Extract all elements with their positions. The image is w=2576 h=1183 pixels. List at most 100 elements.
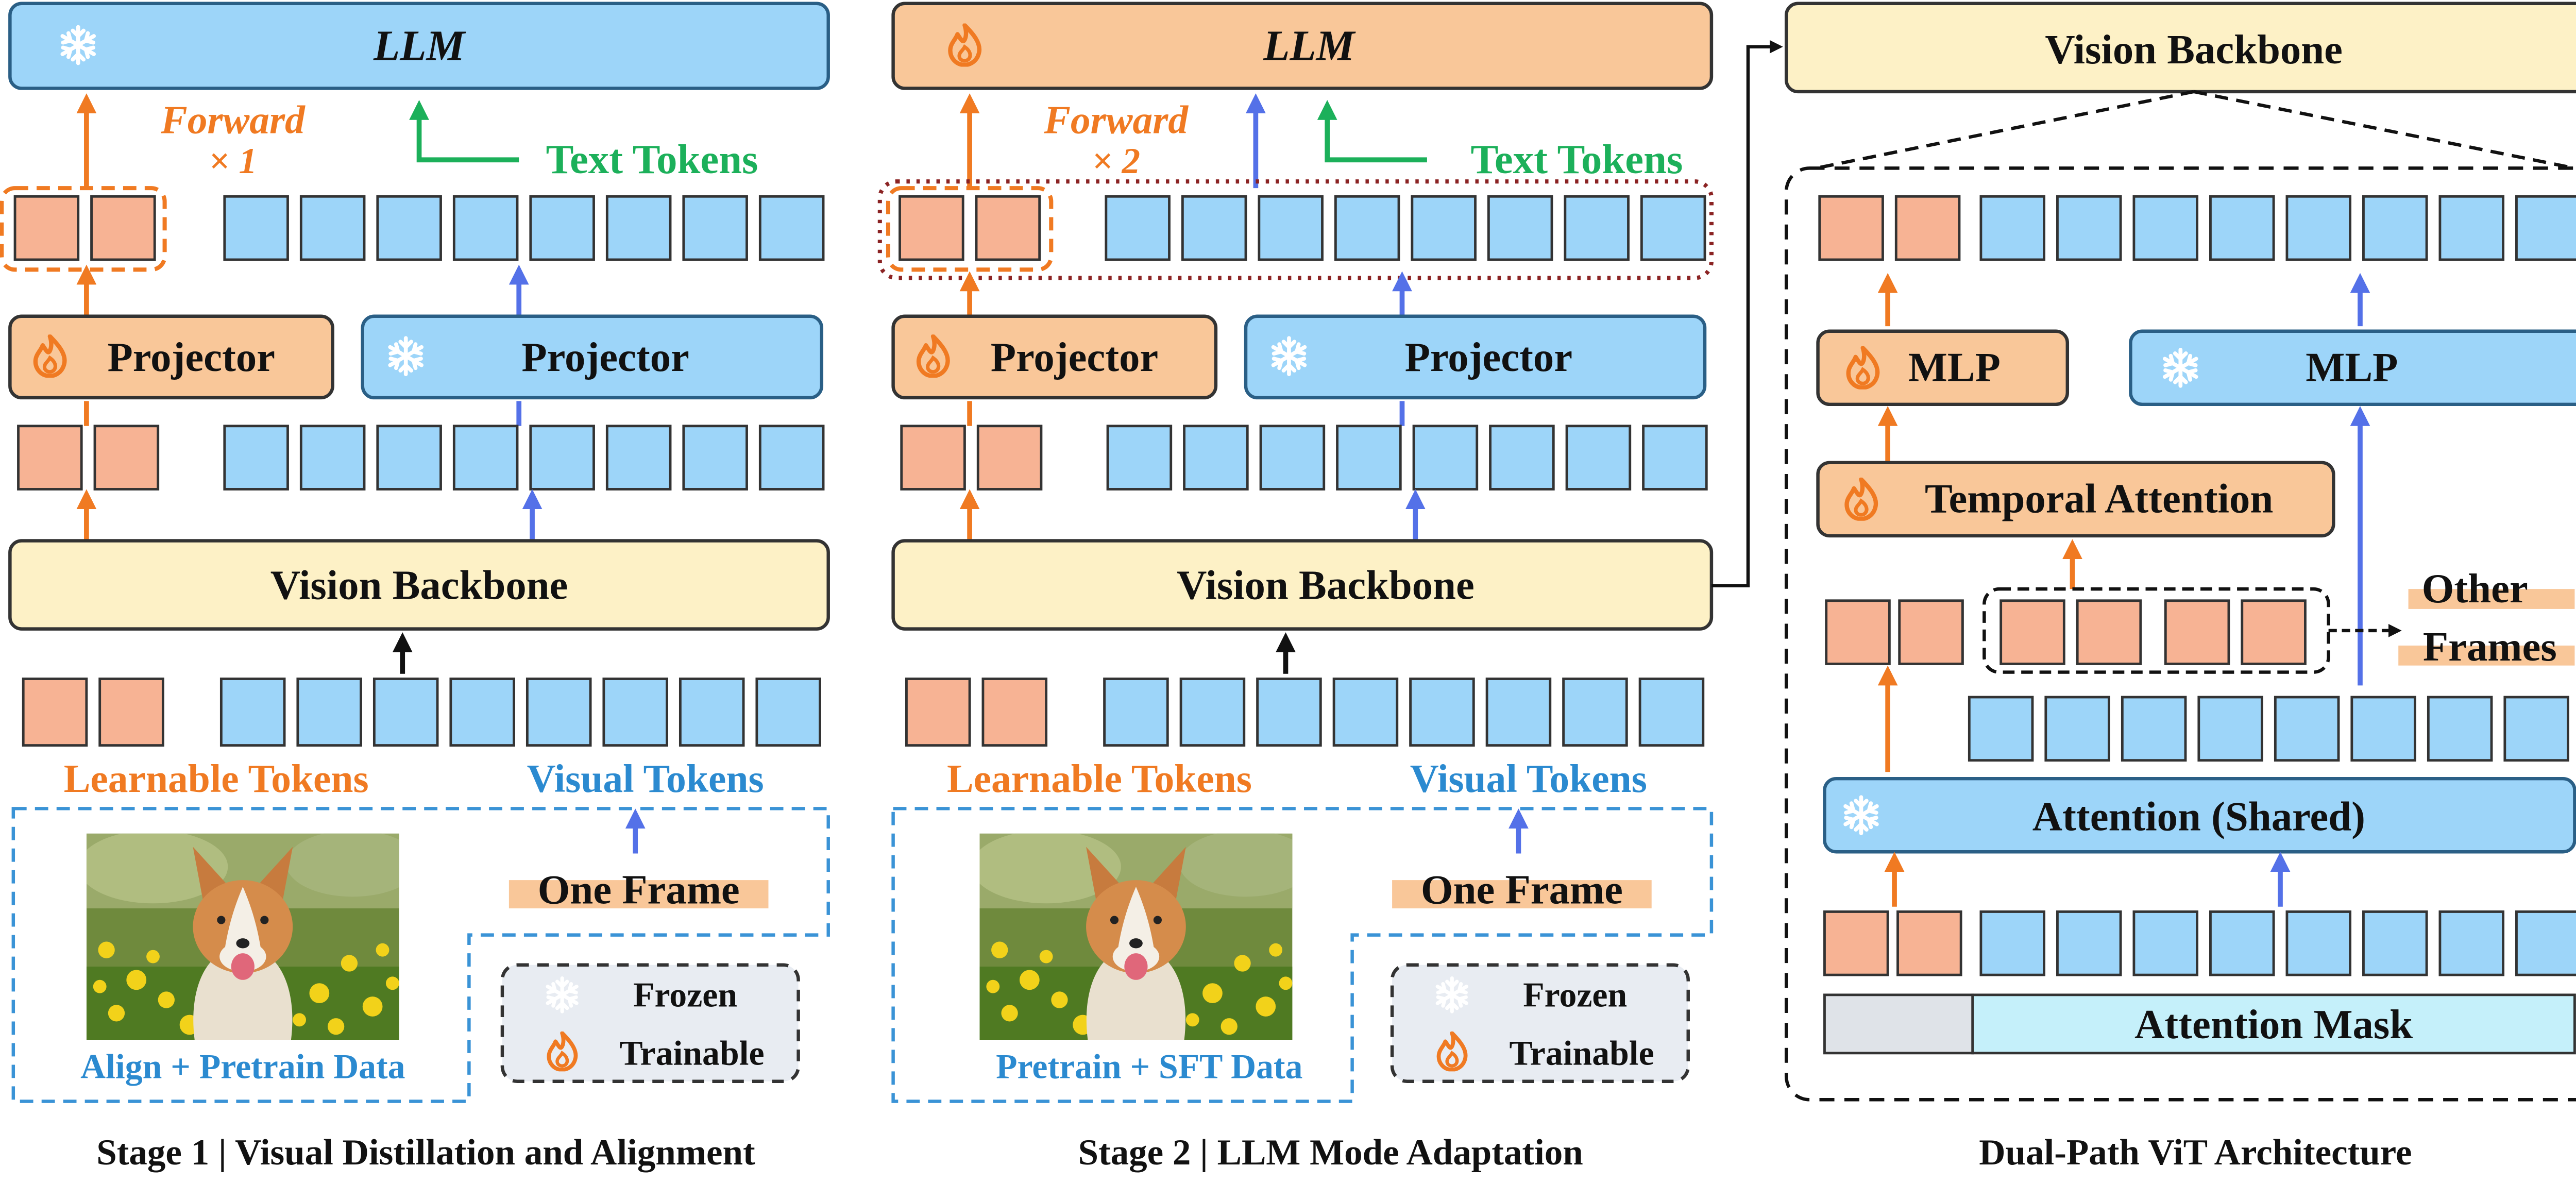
visual-token: [2438, 910, 2505, 976]
stage2-forward-label: Forward: [1043, 98, 1189, 142]
visual-token: [1642, 425, 1708, 491]
stage1-projector-frozen: Projector: [361, 314, 824, 400]
vit-mlp-trainable: MLP: [1816, 329, 2070, 407]
learnable-token: [981, 678, 1048, 747]
stage1-legend-trainable: Trainable: [619, 1034, 764, 1072]
visual-token: [2044, 696, 2110, 762]
visual-token: [2515, 195, 2576, 261]
rect: [509, 880, 769, 908]
stage1-legend: Frozen Trainable: [500, 963, 800, 1083]
visual-token: [1336, 425, 1402, 491]
visual-token: [2362, 195, 2428, 261]
stage2-visual-tokens-label: Visual Tokens: [1410, 756, 1647, 801]
learnable-token: [905, 678, 971, 747]
visual-token: [1181, 195, 1247, 261]
stage2-legend-frozen: Frozen: [1523, 975, 1627, 1014]
visual-token: [296, 678, 362, 747]
visual-token: [2515, 910, 2576, 976]
visual-token: [223, 195, 289, 261]
visual-token: [605, 195, 672, 261]
learnable-token: [93, 425, 160, 491]
stage2-vision-backbone: Vision Backbone: [891, 539, 1714, 631]
vit-attention-shared: Attention (Shared): [1823, 776, 2576, 854]
learnable-token: [1823, 910, 1889, 976]
visual-token: [529, 195, 595, 261]
learnable-token: [1825, 599, 1891, 665]
stage2-legend-trainable: Trainable: [1510, 1034, 1654, 1072]
stage1-projector-right-label: Projector: [521, 334, 689, 380]
stage1-one-frame-label: One Frame: [538, 867, 740, 912]
visual-token: [1489, 425, 1555, 491]
vit-input-tokens: [1823, 910, 2576, 976]
vit-attention-shared-label: Attention (Shared): [2032, 793, 2365, 839]
visual-token: [1411, 195, 1477, 261]
vit-attention-mask: Attention Mask: [1823, 993, 2576, 1055]
visual-token: [299, 195, 366, 261]
visual-token: [1412, 425, 1479, 491]
learnable-token: [976, 425, 1043, 491]
vit-mlp-right-label: MLP: [2306, 345, 2398, 391]
learnable-token: [13, 195, 80, 261]
stage1-projector-trainable: Projector: [8, 314, 334, 400]
stage2-data-label: Pretrain + SFT Data: [996, 1047, 1302, 1086]
visual-token: [2209, 910, 2275, 976]
stage2-projector-right-label: Projector: [1405, 334, 1573, 380]
stage1-projector-left-label: Projector: [107, 334, 275, 380]
stage1-text-tokens-label: Text Tokens: [546, 137, 758, 182]
visual-token: [1256, 678, 1322, 747]
stage2-legend: Frozen Trainable: [1390, 963, 1690, 1083]
vit-temporal-tokens: [1825, 587, 2330, 674]
vit-panel: Vision Backbone MLP: [1784, 2, 2576, 1173]
vit-vision-backbone: Vision Backbone: [1784, 2, 2576, 94]
visual-token: [1968, 696, 2034, 762]
vit-mlp-frozen: MLP: [2129, 329, 2576, 407]
line: [1816, 90, 2194, 170]
visual-token: [1103, 678, 1169, 747]
visual-token: [679, 678, 745, 747]
vit-attention-mask-label: Attention Mask: [2134, 1002, 2413, 1047]
rect: [1392, 880, 1652, 908]
visual-token: [452, 195, 519, 261]
stage1-text-tokens-arrow: [409, 100, 519, 163]
stage1-input-tokens: [22, 678, 821, 747]
stage2-multiplier-label: × 2: [1092, 141, 1140, 181]
vit-frames-label: Frames: [2423, 624, 2557, 670]
visual-token: [1565, 425, 1632, 491]
visual-token: [1409, 678, 1475, 747]
learnable-token: [22, 678, 88, 747]
visual-token: [2438, 195, 2505, 261]
visual-token: [2274, 696, 2340, 762]
visual-token: [1485, 678, 1552, 747]
visual-token: [449, 678, 515, 747]
learnable-token: [899, 195, 964, 261]
visual-token: [2285, 195, 2352, 261]
vit-output-tokens: [1818, 195, 2576, 261]
visual-token: [219, 678, 286, 747]
other-frame-token: [2241, 599, 2307, 665]
stage2-projector-trainable: Projector: [891, 314, 1218, 400]
stage2-vision-backbone-label: Vision Backbone: [1177, 563, 1475, 609]
stage2-backbone-output-tokens: [900, 425, 1708, 491]
vit-temporal-attention: Temporal Attention: [1816, 461, 2335, 538]
visual-token: [1979, 195, 2046, 261]
stage1-data-label: Align + Pretrain Data: [80, 1047, 405, 1086]
visual-token: [758, 195, 825, 261]
rect: [2408, 589, 2575, 609]
visual-token: [2503, 696, 2569, 762]
stage1-forward-label: Forward: [160, 98, 306, 142]
learnable-token: [975, 195, 1041, 261]
stage1-llm-label: LLM: [373, 22, 466, 70]
rect: [2398, 645, 2575, 666]
stage2-caption: Stage 2 | LLM Mode Adaptation: [1078, 1133, 1583, 1173]
learnable-token: [900, 425, 966, 491]
learnable-token: [98, 678, 164, 747]
stage2-learnable-tokens-label: Learnable Tokens: [947, 756, 1252, 801]
visual-token: [376, 195, 442, 261]
polyline: [1317, 100, 1427, 163]
learnable-token: [1818, 195, 1884, 261]
vit-attention-visual-tokens: [1968, 696, 2569, 762]
stage1-llm-input-tokens: [0, 186, 825, 272]
learnable-token: [90, 195, 156, 261]
stage1-backbone-output-tokens: [17, 425, 825, 491]
visual-token: [1259, 425, 1326, 491]
